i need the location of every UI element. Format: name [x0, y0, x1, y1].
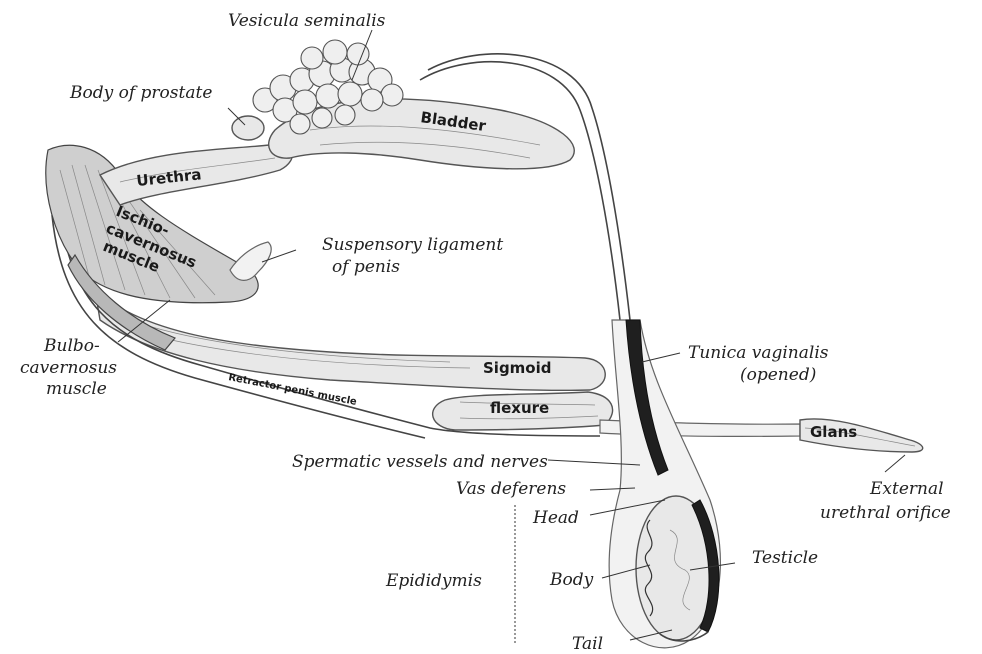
label-bulbo-cavernosus-3: muscle [46, 379, 107, 399]
label-suspensory-ligament-1: Suspensory ligament [322, 235, 503, 255]
label-testicle: Testicle [752, 548, 818, 568]
vas-deferens-cord [420, 54, 630, 320]
label-vesicula-seminalis: Vesicula seminalis [228, 11, 386, 31]
label-suspensory-ligament-2: of penis [332, 257, 400, 277]
label-tail: Tail [572, 634, 603, 654]
prostate-shape [232, 116, 264, 140]
label-flexure: flexure [490, 399, 549, 417]
label-head: Head [532, 508, 579, 528]
label-sigmoid: Sigmoid [483, 359, 552, 377]
penis-shaft [95, 290, 800, 436]
testicle-group [609, 320, 720, 648]
label-tunica-vaginalis-2: (opened) [740, 365, 816, 385]
label-epididymis: Epididymis [385, 571, 482, 591]
label-bulbo-cavernosus-1: Bulbo- [43, 336, 100, 356]
label-glans: Glans [810, 423, 857, 441]
label-external-orifice-2: urethral orifice [820, 503, 951, 523]
label-body-of-prostate: Body of prostate [69, 83, 212, 103]
label-body: Body [549, 570, 594, 590]
label-vas-deferens: Vas deferens [456, 479, 566, 499]
label-tunica-vaginalis-1: Tunica vaginalis [688, 343, 829, 363]
label-bulbo-cavernosus-2: cavernosus [20, 358, 117, 378]
label-external-orifice-1: External [869, 479, 944, 499]
label-spermatic-vessels: Spermatic vessels and nerves [292, 452, 548, 472]
